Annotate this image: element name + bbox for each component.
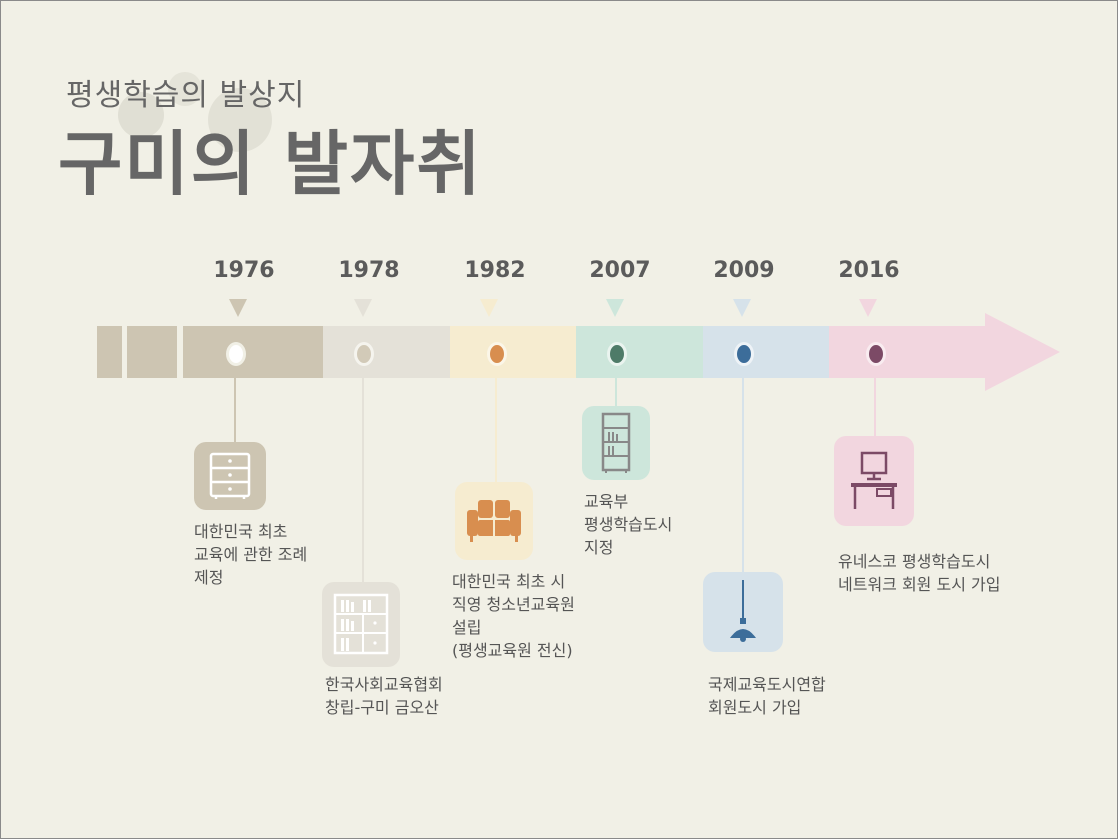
event-description-line: 창립-구미 금오산 — [325, 698, 439, 717]
dresser-icon — [209, 452, 251, 499]
timeline-arrowhead — [985, 313, 1060, 391]
connector-line — [495, 378, 497, 482]
year-marker-triangle — [859, 299, 877, 317]
event-description-line: 설립 — [452, 618, 482, 637]
page-subtitle: 평생학습의 발상지 — [66, 78, 306, 113]
year-label: 2009 — [713, 258, 775, 283]
connector-line — [874, 378, 876, 436]
event-description-line: 교육부 — [584, 492, 629, 511]
timeline-segment-2009 — [703, 326, 829, 378]
timeline-dot — [487, 342, 507, 366]
connector-line — [615, 378, 617, 406]
event-icon-box — [455, 482, 533, 560]
event-description-line: (평생교육원 전신) — [452, 641, 573, 660]
year-marker-triangle — [229, 299, 247, 317]
event-icon-box — [703, 572, 783, 652]
bookshelf-cabinet-icon — [333, 593, 389, 654]
connector-line — [362, 378, 364, 582]
event-description-line: 교육에 관한 조례 — [194, 545, 308, 564]
sofa-icon — [467, 500, 521, 542]
event-description-line: 한국사회교육협회 — [325, 675, 443, 694]
timeline-dot — [866, 342, 886, 366]
year-marker-triangle — [354, 299, 372, 317]
year-label: 1982 — [464, 258, 526, 283]
connector-line — [742, 378, 744, 572]
decorative-circle — [208, 88, 272, 152]
event-description-line: 국제교육도시연합 — [708, 675, 826, 694]
timeline-dot — [226, 342, 246, 366]
event-description-line: 대한민국 최초 시 — [452, 572, 566, 591]
event-description-2009: 국제교육도시연합 회원도시 가입 — [708, 673, 826, 719]
event-icon-box — [834, 436, 914, 526]
event-description-line: 평생학습도시 — [584, 515, 673, 534]
event-description-1976: 대한민국 최초 교육에 관한 조례 제정 — [194, 520, 307, 589]
year-marker-triangle — [606, 299, 624, 317]
event-icon-box — [582, 406, 650, 480]
timeline-segment-1976 — [183, 326, 323, 378]
pendant-lamp-icon — [730, 580, 756, 642]
decorative-circle — [168, 72, 202, 106]
connector-line — [234, 378, 236, 442]
timeline-dot — [734, 342, 754, 366]
timeline-dot — [607, 342, 627, 366]
timeline-bar-block — [97, 326, 122, 378]
page-title: 구미의 발자취 — [58, 123, 483, 205]
event-description-2007: 교육부 평생학습도시 지정 — [584, 490, 672, 559]
timeline-segment-1982 — [450, 326, 576, 378]
timeline-segment-2016 — [829, 326, 985, 378]
year-label: 1978 — [338, 258, 400, 283]
event-description-line: 지정 — [584, 538, 614, 557]
year-label: 2007 — [589, 258, 651, 283]
year-label: 2016 — [838, 258, 900, 283]
timeline-segment-1978 — [323, 326, 450, 378]
event-description-1982: 대한민국 최초 시 직영 청소년교육원 설립 (평생교육원 전신) — [452, 570, 575, 662]
timeline-bar-block — [127, 326, 177, 378]
decorative-circle — [118, 92, 164, 138]
event-icon-box — [194, 442, 266, 510]
desk-computer-icon — [851, 451, 897, 509]
year-marker-triangle — [480, 299, 498, 317]
timeline-segment-2007 — [576, 326, 703, 378]
event-description-2016: 유네스코 평생학습도시 네트워크 회원 도시 가입 — [838, 550, 1000, 596]
year-label: 1976 — [213, 258, 275, 283]
event-description-line: 대한민국 최초 — [194, 522, 288, 541]
year-marker-triangle — [733, 299, 751, 317]
event-description-line: 회원도시 가입 — [708, 698, 802, 717]
event-icon-box — [322, 582, 400, 667]
event-description-line: 유네스코 평생학습도시 — [838, 552, 991, 571]
event-description-line: 제정 — [194, 568, 224, 587]
bookcase-icon — [601, 412, 631, 473]
timeline-dot — [354, 342, 374, 366]
event-description-line: 직영 청소년교육원 — [452, 595, 575, 614]
event-description-line: 네트워크 회원 도시 가입 — [838, 575, 1001, 594]
event-description-1978: 한국사회교육협회 창립-구미 금오산 — [325, 673, 443, 719]
